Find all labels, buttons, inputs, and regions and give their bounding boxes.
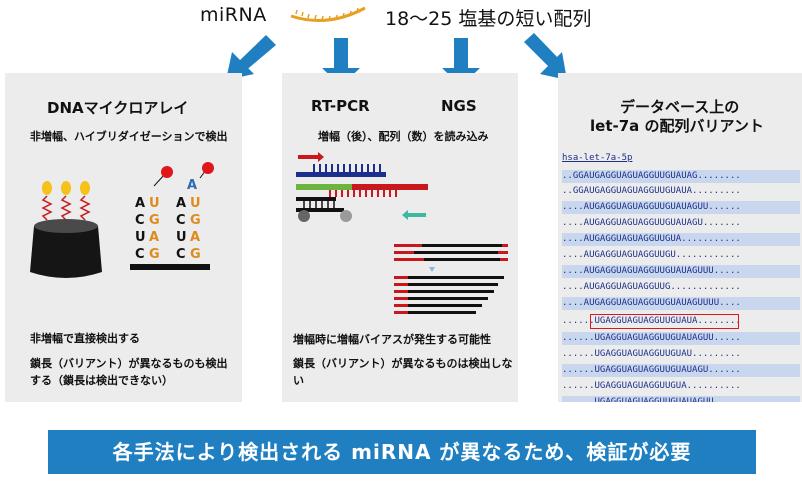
nucleotide: C (135, 213, 145, 228)
rtpcr-title: RT-PCR (311, 97, 370, 115)
sequence-highlight-box (590, 314, 739, 329)
nucleotide: U (135, 230, 146, 245)
nucleotide: U (149, 196, 160, 211)
ngs-reads-icon (394, 244, 508, 314)
rtpcr-ngs-note-1: 増幅時に増幅バイアスが発生する可能性 (293, 333, 491, 346)
mirna-description: 18〜25 塩基の短い配列 (385, 8, 592, 30)
nucleotide: A (176, 196, 187, 211)
pcr-amplification-icon (296, 152, 428, 222)
sequence-row: ....AUGAGGUAGUAGGUUGUAUAGU....... (562, 218, 741, 228)
nucleotide: C (135, 247, 145, 262)
arrows (226, 33, 567, 86)
microarray-probe-icon (30, 181, 102, 278)
nucleotide: U (190, 196, 201, 211)
sequence-row: ......UGAGGUAGUAGGUUGUAUAGUU..... (562, 332, 800, 345)
sequence-row: ....AUGAGGUAGUAGGUUGUA........... (562, 233, 800, 246)
sequence-row: ......UGAGGUAGUAGGUUGUA.......... (562, 381, 741, 391)
mirna-label: miRNA (200, 4, 267, 26)
ngs-title: NGS (441, 97, 477, 115)
nucleotide: C (176, 213, 186, 228)
nucleotide: C (176, 247, 186, 262)
sequence-row: ..GGAUGAGGUAGUAGGUUGUAUA......... (562, 186, 741, 196)
database-title-line2: let-7a の配列バリアント (590, 117, 764, 135)
sequence-row-highlighted: ......UGAGGUAGUAGGUUGUAUA........ (562, 316, 741, 326)
database-title-line1: データベース上の (620, 98, 740, 116)
sequence-row: ....AUGAGGUAGUAGGUUGUAUAGUUU..... (562, 265, 800, 278)
microarray-note-2: 鎖長（バリアント）が異なるものも検出する（鎖長は検出できない） (30, 357, 228, 387)
sequence-row: ......UGAGGUAGUAGGUUGUAUAGUU..... (562, 396, 800, 402)
microarray-subtitle: 非増幅、ハイブリダイゼーションで検出 (30, 130, 228, 143)
nucleotide: A (190, 230, 201, 245)
sequence-row: ......UGAGGUAGUAGGUUGUAU......... (562, 349, 741, 359)
rtpcr-ngs-note-2: 鎖長（バリアント）が異なるものは検出しない (293, 357, 513, 387)
nucleotide: G (190, 213, 201, 228)
nucleotide: G (190, 247, 201, 262)
sequence-row: ....AUGAGGUAGUAGGUUG............. (562, 282, 741, 292)
sequence-header: hsa-let-7a-5p (562, 153, 633, 163)
sequence-row: ..GGAUGAGGUAGUAGGUUGUAUAG........ (562, 170, 800, 183)
sequence-row: ....AUGAGGUAGUAGGUUGUAUAGUU...... (562, 201, 800, 214)
nucleotide-top-right: A (187, 178, 198, 193)
hybridization-icon (130, 162, 214, 270)
nucleotide: A (135, 196, 146, 211)
microarray-title: DNAマイクロアレイ (47, 99, 189, 117)
rtpcr-ngs-subtitle: 増幅（後）、配列（数）を読み込み (318, 130, 489, 143)
sequence-row: ......UGAGGUAGUAGGUUGUAUAGU...... (562, 364, 800, 377)
microarray-note-1: 非増幅で直接検出する (30, 332, 140, 345)
nucleotide: A (149, 230, 160, 245)
sequence-row: ....AUGAGGUAGUAGGUUGU............ (562, 250, 741, 260)
rtpcr-ngs-panel (282, 73, 518, 402)
mirna-strand-icon (290, 6, 366, 22)
nucleotide: G (149, 247, 160, 262)
nucleotide: G (149, 213, 160, 228)
sequence-row: ....AUGAGGUAGUAGGUUGUAUAGUUUU.... (562, 297, 800, 310)
nucleotide: U (176, 230, 187, 245)
conclusion-banner: 各手法により検出される miRNA が異なるため、検証が必要 (48, 430, 756, 474)
